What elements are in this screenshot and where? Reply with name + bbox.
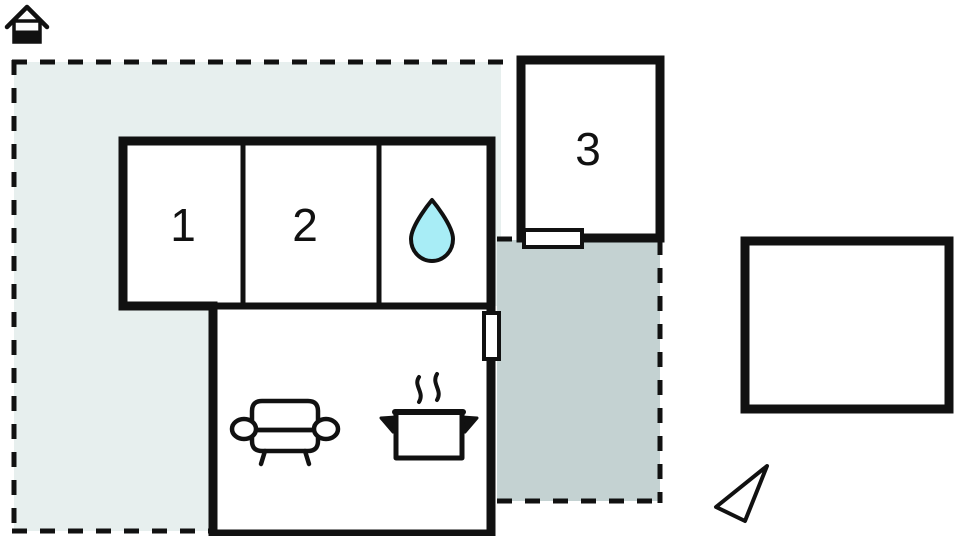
north-arrow-icon xyxy=(714,464,769,523)
detached-block-outline xyxy=(740,236,954,414)
sofa-seat xyxy=(249,427,321,454)
sofa-icon xyxy=(229,398,341,467)
house-body-fill-icon xyxy=(12,30,42,44)
sofa-leg-right xyxy=(302,448,312,467)
house-logo[interactable] xyxy=(4,3,50,47)
sofa-backrest xyxy=(249,398,321,433)
door-vertical[interactable] xyxy=(482,311,501,361)
building-wall xyxy=(118,136,496,536)
water-drop-icon xyxy=(409,198,455,263)
water-drop-shape xyxy=(409,198,455,263)
property-boundary xyxy=(11,59,663,534)
door-horizontal[interactable] xyxy=(522,228,584,249)
detached-block-wall xyxy=(740,236,954,414)
sofa-leg-left xyxy=(258,448,268,467)
north-arrow-shape xyxy=(714,464,769,523)
steam-left xyxy=(415,375,423,404)
outbuilding-wall xyxy=(516,55,665,243)
sofa-arm-right xyxy=(311,416,341,442)
room-number-1: 1 xyxy=(170,199,196,251)
room-number-2: 2 xyxy=(292,199,318,251)
outbuilding-outline xyxy=(516,55,665,243)
steam-right xyxy=(433,372,441,402)
pot-body xyxy=(393,409,465,461)
garden-area xyxy=(497,240,660,501)
openings-group xyxy=(482,228,584,361)
sofa-arm-left xyxy=(229,416,259,442)
room-number-3: 3 xyxy=(575,123,601,175)
room-number-labels: 1 2 3 xyxy=(170,123,601,251)
detached-block-fill xyxy=(745,241,949,409)
outbuilding-fill xyxy=(521,60,660,238)
cooking-pot-icon xyxy=(379,372,479,461)
